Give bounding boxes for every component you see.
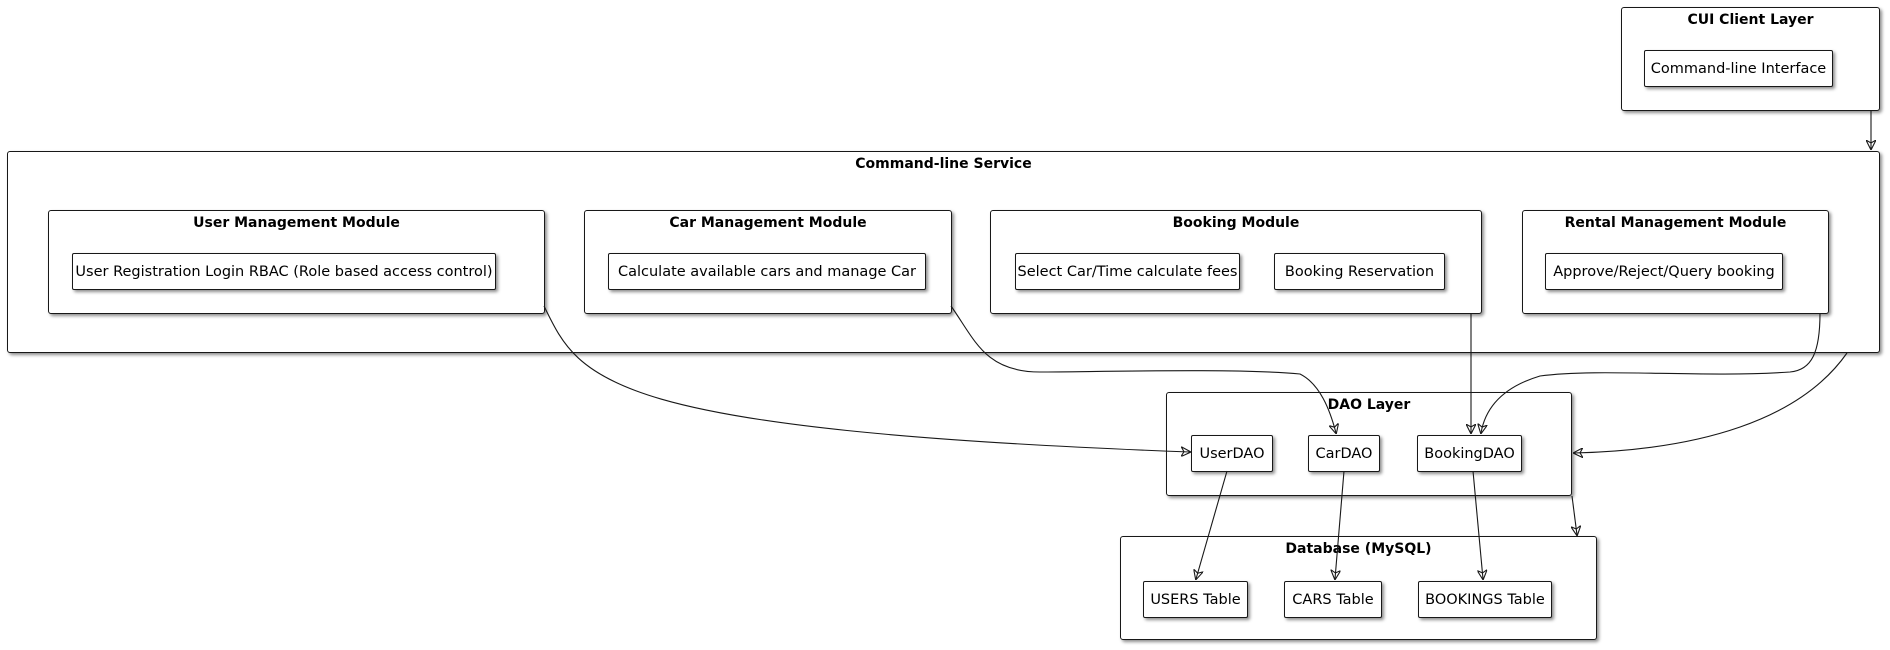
car-dao[interactable]: CarDAO	[1308, 435, 1380, 472]
cui-client-layer-title: CUI Client Layer	[1687, 12, 1814, 28]
command-line-interface[interactable]: Command-line Interface	[1644, 50, 1833, 87]
bookings-table[interactable]: BOOKINGS Table	[1418, 581, 1552, 618]
car-management-module: Car Management Module Calculate availabl…	[584, 210, 952, 314]
booking-module-title: Booking Module	[1172, 215, 1300, 231]
arrow-dao-layer-to-database	[1572, 495, 1577, 535]
car-management-module-title: Car Management Module	[669, 215, 867, 231]
booking-module: Booking Module Select Car/Time calculate…	[990, 210, 1482, 314]
rental-management-module: Rental Management Module Approve/Reject/…	[1522, 210, 1829, 314]
cui-client-layer: CUI Client Layer Command-line Interface	[1621, 7, 1880, 111]
users-table[interactable]: USERS Table	[1143, 581, 1248, 618]
command-line-service-title: Command-line Service	[855, 156, 1032, 172]
rental-management-module-title: Rental Management Module	[1564, 215, 1787, 231]
booking-dao[interactable]: BookingDAO	[1417, 435, 1522, 472]
user-management-module-title: User Management Module	[193, 215, 400, 231]
user-registration-component[interactable]: User Registration Login RBAC (Role based…	[72, 253, 496, 290]
select-car-time-component[interactable]: Select Car/Time calculate fees	[1015, 253, 1240, 290]
calculate-available-cars-component[interactable]: Calculate available cars and manage Car	[608, 253, 926, 290]
arrow-service-to-dao-layer	[1574, 352, 1848, 453]
approve-reject-query-component[interactable]: Approve/Reject/Query booking	[1545, 253, 1783, 290]
dao-layer: DAO Layer UserDAO CarDAO BookingDAO	[1166, 392, 1572, 496]
dao-layer-title: DAO Layer	[1327, 397, 1411, 413]
user-dao[interactable]: UserDAO	[1191, 435, 1273, 472]
booking-reservation-component[interactable]: Booking Reservation	[1274, 253, 1445, 290]
database-layer: Database (MySQL) USERS Table CARS Table …	[1120, 536, 1597, 640]
cars-table[interactable]: CARS Table	[1284, 581, 1382, 618]
command-line-service: Command-line Service User Management Mod…	[7, 151, 1880, 353]
user-management-module: User Management Module User Registration…	[48, 210, 545, 314]
database-layer-title: Database (MySQL)	[1285, 541, 1432, 557]
